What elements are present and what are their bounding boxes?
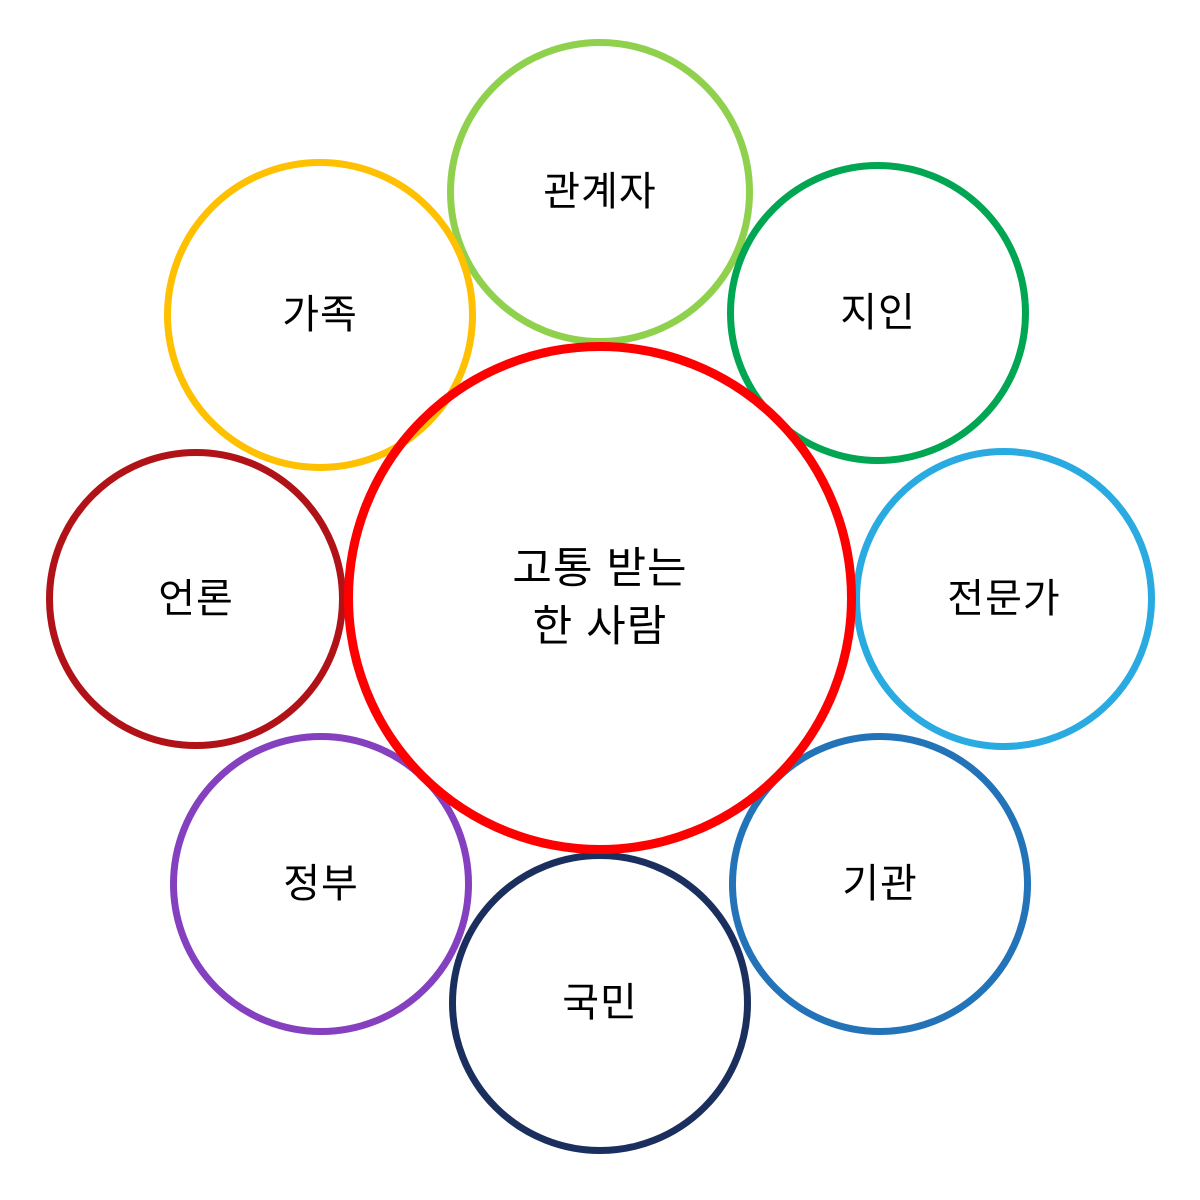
circle-institution-label: 기관 <box>842 862 918 906</box>
circle-government: 정부 <box>170 733 472 1035</box>
circle-acquaintance-label: 지인 <box>840 291 916 335</box>
circle-citizens-label: 국민 <box>562 981 638 1025</box>
circle-family: 가족 <box>164 159 476 471</box>
circle-citizens: 국민 <box>449 852 751 1154</box>
circle-media: 언론 <box>46 449 346 749</box>
circle-media-label: 언론 <box>158 577 234 621</box>
circle-acquaintance: 지인 <box>727 162 1029 464</box>
circle-government-label: 정부 <box>283 862 359 906</box>
center-label-line-2: 한 사람 <box>532 603 668 651</box>
circle-expert-label: 전문가 <box>947 577 1061 621</box>
circle-suffering-person: 고통 받는 한 사람 <box>344 342 856 854</box>
circle-stakeholders-label: 관계자 <box>543 170 657 214</box>
circle-stakeholders: 관계자 <box>447 39 753 345</box>
circle-institution: 기관 <box>729 733 1031 1035</box>
center-label-line-1: 고통 받는 <box>512 544 688 593</box>
circle-expert: 전문가 <box>853 448 1155 750</box>
circle-suffering-person-label: 고통 받는 한 사람 <box>512 540 687 656</box>
circle-family-label: 가족 <box>282 293 358 337</box>
